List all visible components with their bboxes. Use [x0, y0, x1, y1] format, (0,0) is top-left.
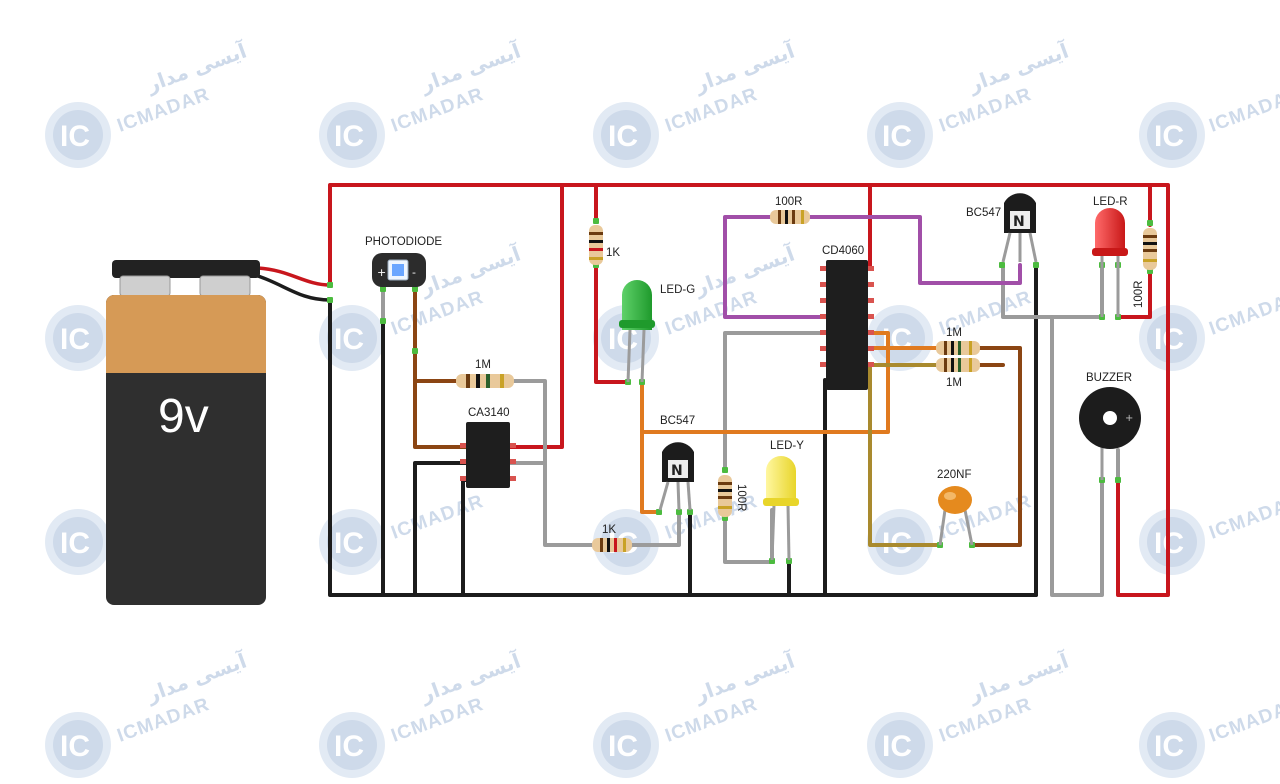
watermark-logo: IC ICMADAR — [1139, 287, 1280, 371]
resistor-100r-c-label: 100R — [735, 484, 747, 512]
wire-vcc-opamp — [508, 183, 564, 449]
svg-text:IC: IC — [60, 730, 90, 763]
watermark-logo: IC ICMADAR — [1139, 694, 1280, 778]
svg-text:IC: IC — [882, 120, 912, 153]
svg-text:IC: IC — [60, 323, 90, 356]
battery-9v: 9v — [106, 260, 266, 605]
resistor-1m-b-label: 1M — [946, 327, 962, 339]
wire-gnd-opamp-a — [413, 461, 468, 597]
svg-text:IC: IC — [60, 120, 90, 153]
watermark-logo: IC — [45, 305, 111, 371]
svg-text:+: + — [377, 266, 386, 279]
cd4060-label: CD4060 — [822, 245, 864, 257]
opamp-label: CA3140 — [468, 407, 510, 419]
battery-label: 9v — [158, 390, 209, 443]
capacitor-220nf: 220NF — [937, 469, 974, 546]
svg-text:IC: IC — [608, 120, 638, 153]
q2-label: BC547 — [660, 415, 695, 427]
led-green: LED-G — [619, 280, 695, 383]
watermark-logo: IC — [45, 509, 111, 575]
svg-text:+: + — [1125, 413, 1133, 424]
svg-text:IC: IC — [60, 527, 90, 560]
led-red: LED-R — [1092, 196, 1128, 317]
transistor-q1: BC547 N — [966, 193, 1038, 263]
wire-buzzer-neg — [1050, 315, 1104, 597]
resistor-1k-b-label: 1K — [602, 524, 616, 536]
wire-led-g-q2-collector — [640, 380, 662, 514]
svg-text:IC: IC — [882, 730, 912, 763]
transistor-q2: BC547 N — [658, 415, 695, 511]
photodiode: PHOTODIODE + - — [365, 236, 442, 287]
wire-led-g-cathode — [594, 263, 630, 384]
svg-text:ICMADAR: ICMADAR — [389, 491, 487, 544]
resistor-1m-b: 1M — [936, 327, 980, 355]
resistor-100r-a: 100R — [770, 196, 810, 224]
buzzer-label: BUZZER — [1086, 372, 1132, 384]
counter-cd4060: CD4060 — [820, 245, 874, 390]
opamp-ca3140: CA3140 — [460, 407, 516, 488]
wire-cd4060-q2-base-bus — [640, 331, 890, 434]
watermark-logo: IC ICMADAR آیسی مدار — [45, 647, 251, 778]
svg-text:IC: IC — [334, 120, 364, 153]
wire-cap-left — [868, 363, 942, 547]
wire-cd4060-100r — [723, 215, 828, 319]
resistor-1m-c-label: 1M — [946, 377, 962, 389]
resistor-1k-a-label: 1K — [606, 247, 620, 259]
resistor-1m-c: 1M — [936, 358, 980, 389]
watermark-logo: IC ICMADAR آیسی مدار — [319, 37, 525, 168]
wire-vcc-rail — [328, 183, 1170, 597]
wire-1k-q2-base — [630, 508, 681, 547]
svg-text:ICMADAR: ICMADAR — [1207, 491, 1280, 544]
svg-text:IC: IC — [334, 323, 364, 356]
wire-photodiode-opamp-in — [413, 379, 468, 449]
svg-text:ICMADAR: ICMADAR — [1207, 84, 1280, 137]
watermark-logo: IC ICMADAR آیسی مدار — [593, 37, 799, 168]
svg-text:IC: IC — [334, 730, 364, 763]
wire-cd4060-q2 — [723, 331, 828, 472]
watermark-logo: IC ICMADAR — [1139, 84, 1280, 168]
wire-100r-q1-base — [808, 215, 1022, 285]
svg-text:N: N — [1013, 214, 1025, 230]
wire-battery-red — [256, 266, 332, 287]
wire-ledr-cathode — [1116, 270, 1152, 319]
svg-text:ICMADAR: ICMADAR — [1207, 287, 1280, 340]
wire-battery-black — [256, 274, 332, 302]
led-y-label: LED-Y — [770, 440, 804, 452]
svg-text:ICMADAR: ICMADAR — [1207, 694, 1280, 747]
svg-text:IC: IC — [1154, 120, 1184, 153]
svg-text:IC: IC — [1154, 730, 1184, 763]
resistor-100r-b-label: 100R — [1133, 281, 1145, 309]
watermark-logo: IC ICMADAR آیسی مدار — [593, 647, 799, 778]
led-r-label: LED-R — [1093, 196, 1128, 208]
buzzer: BUZZER + — [1079, 372, 1141, 480]
watermark-logo: IC ICMADAR آیسی مدار — [867, 647, 1073, 778]
svg-text:N: N — [671, 463, 683, 479]
wire-1m-b-right — [973, 346, 1022, 547]
photodiode-label: PHOTODIODE — [365, 236, 442, 248]
resistor-1m-a: 1M — [456, 359, 514, 388]
svg-text:IC: IC — [608, 730, 638, 763]
wire-gnd-rail — [328, 298, 1038, 597]
resistor-100r-c: 100R — [718, 475, 747, 517]
watermark-logo: IC ICMADAR آیسی مدار — [867, 37, 1073, 168]
wires — [256, 183, 1170, 597]
resistor-1k-b: 1K — [592, 524, 632, 552]
resistor-100r-a-label: 100R — [775, 196, 803, 208]
resistor-100r-b: 100R — [1133, 228, 1157, 308]
resistor-1k-a: 1K — [589, 225, 620, 265]
led-yellow: LED-Y — [763, 440, 804, 561]
svg-text:-: - — [412, 266, 416, 279]
cap-label: 220NF — [937, 469, 972, 481]
watermark-logo: IC ICMADAR — [1139, 491, 1280, 575]
led-g-label: LED-G — [660, 284, 695, 296]
resistor-1m-a-label: 1M — [475, 359, 491, 371]
q1-label: BC547 — [966, 207, 1001, 219]
watermark-logo: IC ICMADAR آیسی مدار — [319, 647, 525, 778]
watermark-logo: IC ICMADAR آیسی مدار — [45, 37, 251, 168]
svg-text:IC: IC — [334, 527, 364, 560]
